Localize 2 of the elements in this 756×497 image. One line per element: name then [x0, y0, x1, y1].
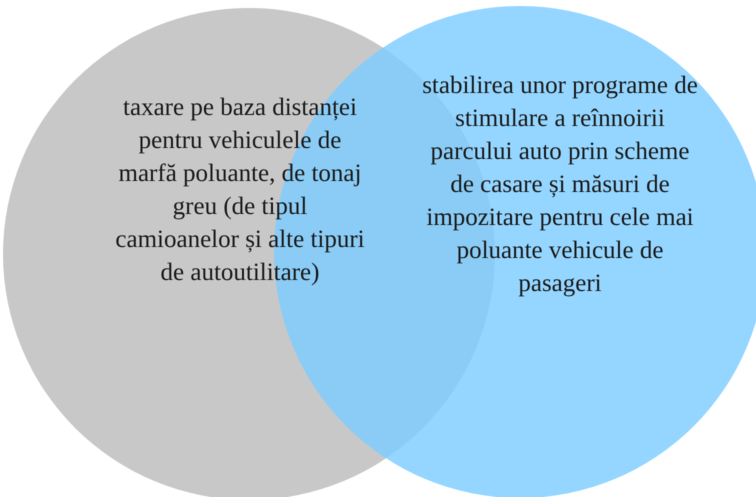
circle-text: stabilirea unor programe de stimulare a reînnoirii parcului auto prin scheme de casare și măsuri de impozitare pentru cele mai poluante vehicule de pasageri	[422, 71, 698, 299]
circle-text: taxare pe baza distanței pentru vehiculele de marfă poluante, de tonaj greu (de tipul camioanelor și alte tipuri de autoutilitare)	[114, 93, 366, 288]
